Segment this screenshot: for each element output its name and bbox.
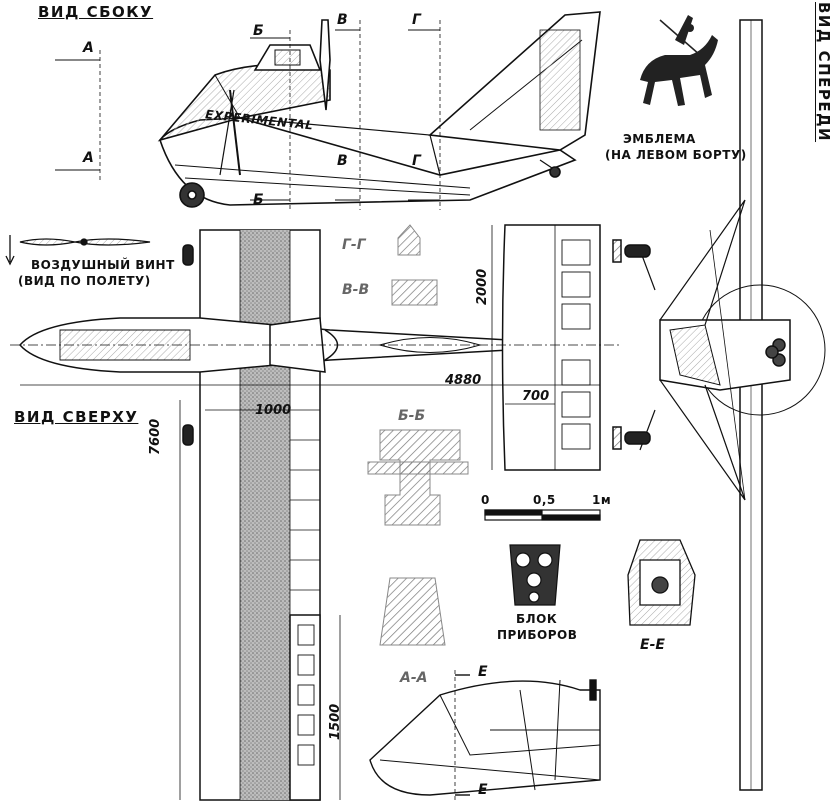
- dimension-elevator: 700: [522, 389, 550, 404]
- section-mark-e-bottom: Е: [478, 782, 488, 798]
- section-bb: [379, 429, 461, 526]
- scale-half: 0,5: [533, 493, 556, 507]
- section-mark-b-top: Б: [253, 23, 264, 39]
- section-mark-v-bottom: В: [337, 153, 348, 169]
- section-mark-a-bottom: А: [83, 150, 94, 166]
- emblem-title: ЭМБЛЕМА: [623, 132, 696, 146]
- top-view-title: ВИД СВЕРХУ: [14, 408, 139, 426]
- section-mark-a-top: А: [83, 40, 94, 56]
- front-view-title: ВИД СПЕРЕДИ: [815, 2, 833, 143]
- top-aileron: [289, 614, 321, 801]
- front-view: [612, 19, 826, 791]
- propeller-view: [5, 235, 151, 266]
- scale-bar: [484, 509, 601, 521]
- section-label-ee: Е-Е: [640, 637, 665, 653]
- top-stabilizer: [501, 224, 601, 471]
- scale-zero: 0: [481, 493, 490, 507]
- section-mark-e-top: Е: [478, 664, 488, 680]
- cockpit-detail: [369, 670, 601, 800]
- wing-ribs: [290, 439, 320, 591]
- section-label-aa: А-А: [400, 670, 428, 686]
- section-mark-g-top: Г: [412, 12, 421, 28]
- dimension-length: 4880: [445, 373, 482, 388]
- section-ee: [627, 539, 696, 626]
- top-view: [10, 224, 620, 801]
- section-mark-v-top: В: [337, 12, 348, 28]
- scale-one: 1м: [592, 493, 612, 507]
- propeller-title: ВОЗДУШНЫЙ ВИНТ: [31, 258, 175, 272]
- dimension-tail-span: 2000: [475, 268, 490, 305]
- sections: [367, 224, 469, 646]
- section-aa: [379, 577, 446, 646]
- section-label-vv: В-В: [342, 282, 370, 298]
- instrument-label-line2: ПРИБОРОВ: [497, 628, 578, 642]
- section-mark-b-bottom: Б: [253, 192, 264, 208]
- section-label-gg: Г-Г: [342, 237, 366, 253]
- dimension-span: 7600: [148, 418, 163, 455]
- side-propeller: [319, 19, 331, 111]
- dimension-chord: 1000: [255, 403, 292, 418]
- side-view-title: ВИД СБОКУ: [38, 3, 154, 21]
- instrument-panel: [509, 544, 561, 606]
- propeller-note: (ВИД ПО ПОЛЕТУ): [18, 274, 151, 288]
- section-label-bb: Б-Б: [398, 408, 426, 424]
- section-vv: [391, 279, 438, 306]
- side-view: [55, 11, 601, 210]
- top-engine: [269, 317, 326, 373]
- emblem-note: (НА ЛЕВОМ БОРТУ): [605, 148, 747, 162]
- dimension-aileron: 1500: [328, 703, 343, 740]
- instrument-label-line1: БЛОК: [516, 612, 558, 626]
- section-gg: [397, 224, 421, 256]
- section-mark-g-bottom: Г: [412, 153, 421, 169]
- emblem-rider: [640, 15, 718, 106]
